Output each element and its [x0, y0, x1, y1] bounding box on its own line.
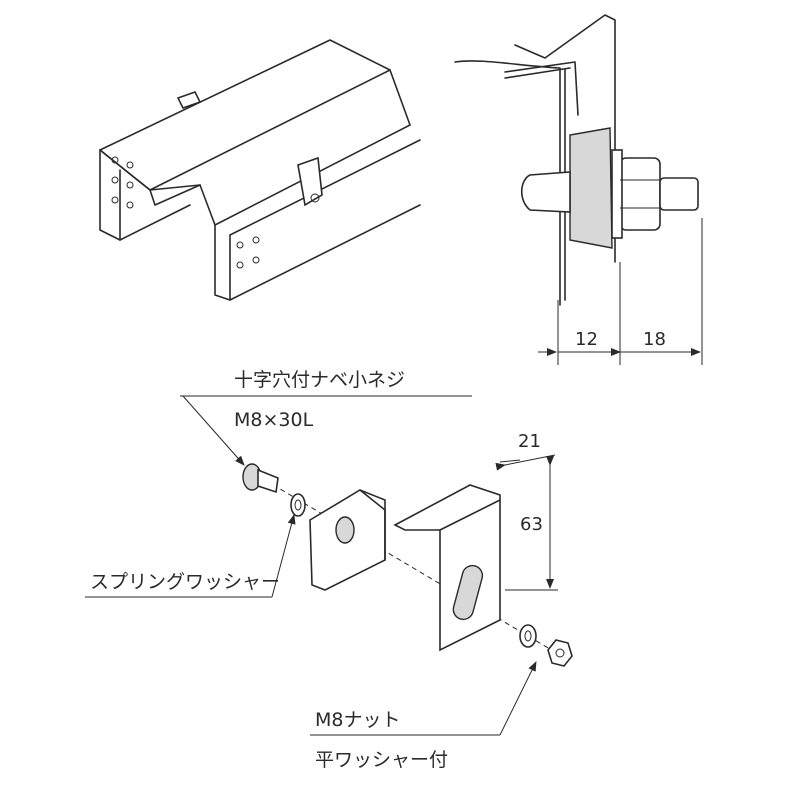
clip-bracket: [297, 156, 323, 207]
screw-label: 十字穴付ナベ小ネジ M8×30L: [180, 369, 472, 466]
small-bracket-plate: [309, 489, 386, 591]
clip-top: [176, 91, 202, 109]
angle-bracket: [393, 484, 501, 652]
exploded-view: 21 63: [242, 431, 573, 667]
screw-size-label: M8×30L: [234, 409, 314, 431]
nut-text: M8ナット: [315, 709, 400, 731]
rail-holes-right: [236, 236, 260, 269]
screw-name-label: 十字穴付ナベ小ネジ: [234, 369, 405, 391]
flat-washer: [519, 624, 537, 648]
flat-washer-text: 平ワッシャー付: [315, 749, 448, 771]
dimension-63: 63: [520, 514, 543, 535]
dimension-21: 21: [518, 431, 541, 452]
spring-washer-label: スプリングワッシャー: [85, 514, 296, 598]
nut-label: M8ナット 平ワッシャー付: [310, 661, 537, 771]
screw: [242, 463, 279, 494]
rail-isometric-view: [99, 39, 421, 301]
spring-washer: [290, 493, 306, 517]
rail-holes-left: [111, 156, 134, 209]
dimension-18: 18: [643, 329, 666, 350]
dimension-12: 12: [575, 329, 598, 350]
section-view: 12 18: [454, 14, 703, 365]
hex-nut: [547, 639, 573, 667]
spring-washer-text: スプリングワッシャー: [90, 571, 280, 593]
